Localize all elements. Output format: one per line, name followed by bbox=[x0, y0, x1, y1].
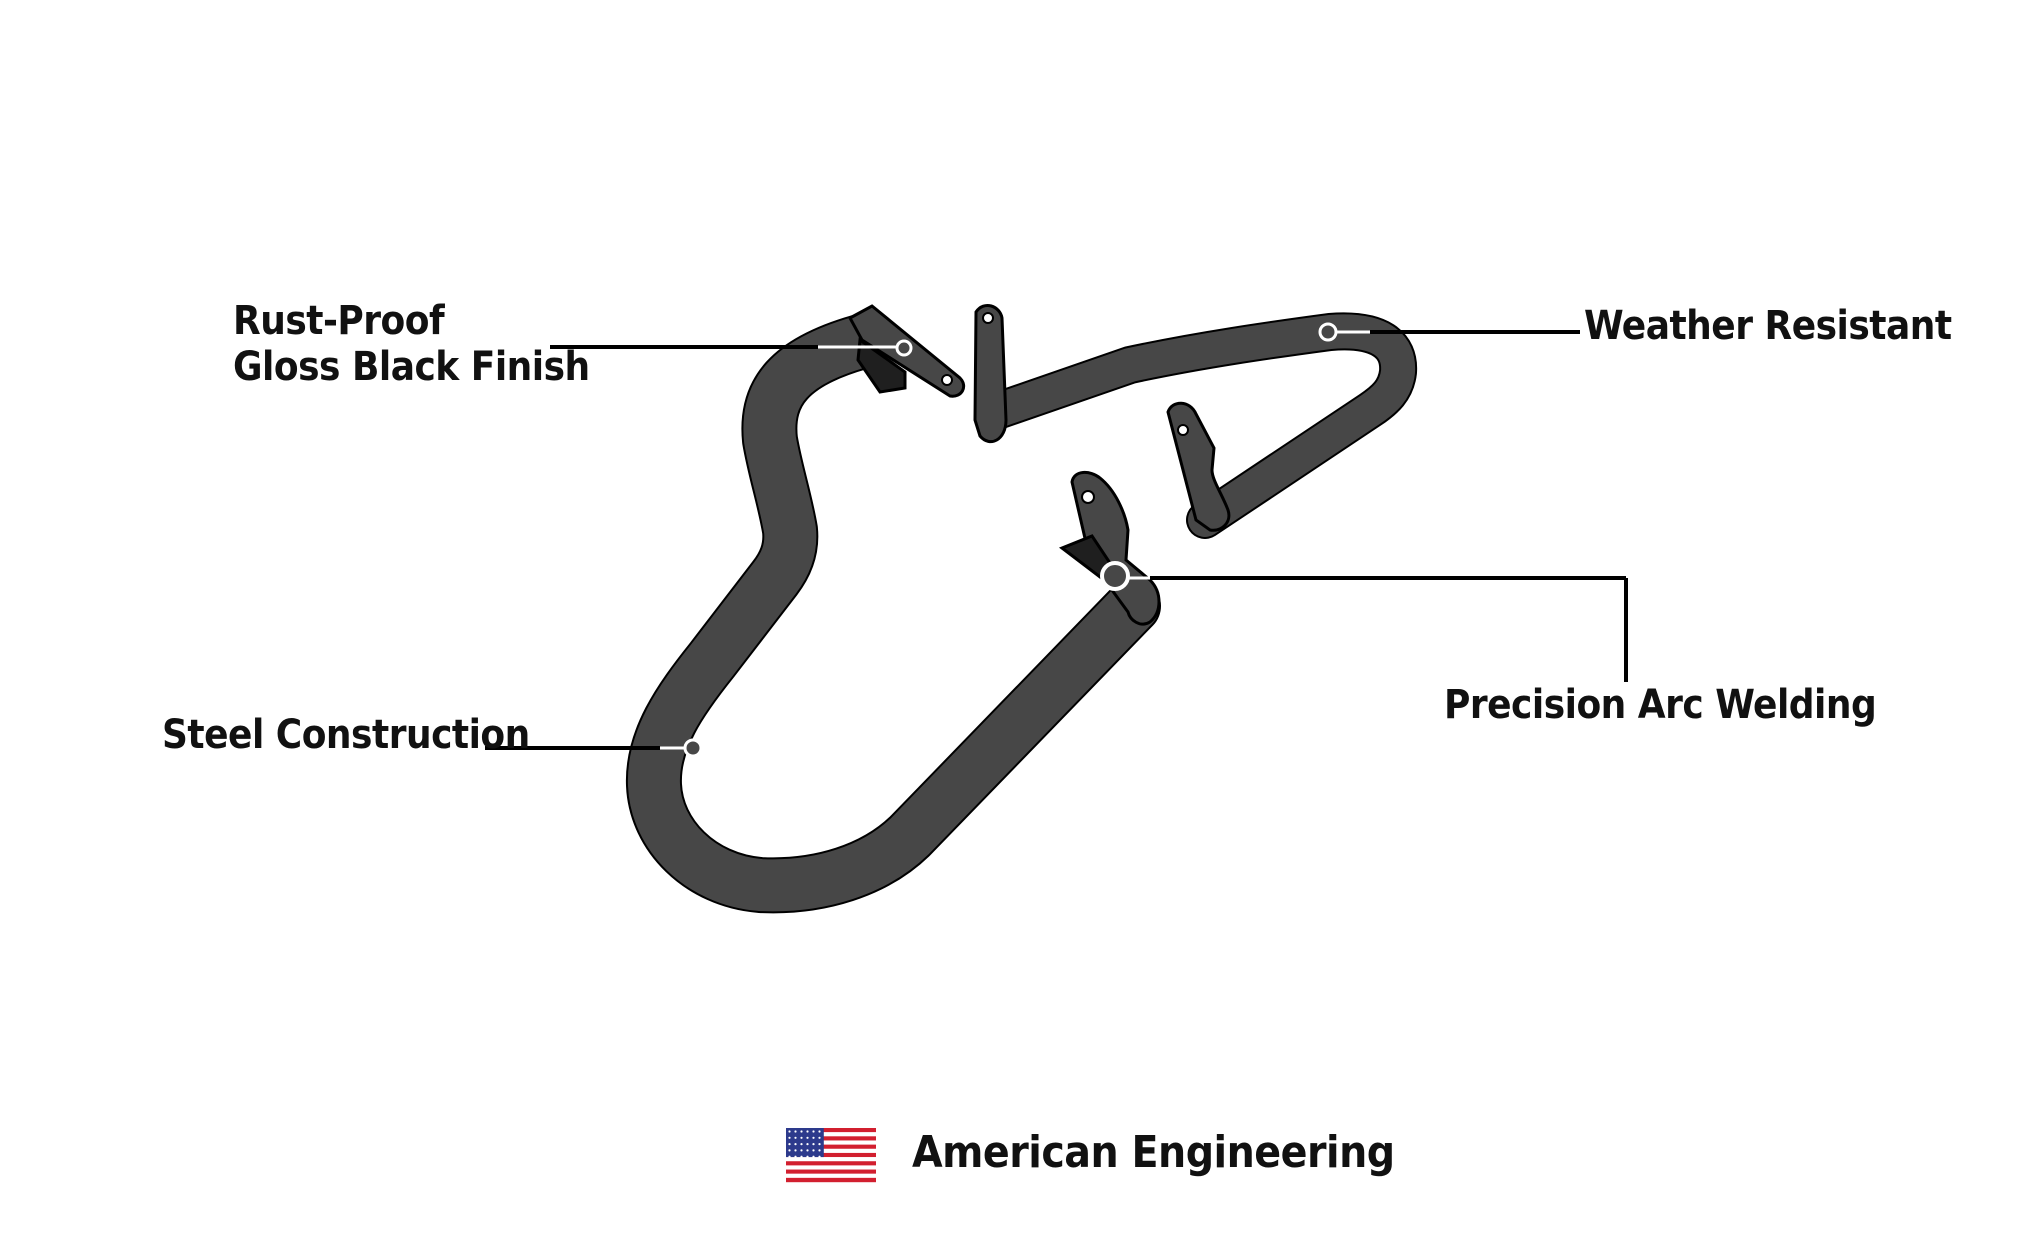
us-flag-icon bbox=[786, 1128, 876, 1183]
flag-star bbox=[806, 1155, 809, 1158]
flag-star bbox=[818, 1155, 821, 1158]
callout-dot-welding bbox=[1100, 561, 1130, 591]
callout-steel bbox=[485, 738, 703, 758]
callout-rust-proof bbox=[550, 339, 913, 357]
flag-star bbox=[794, 1143, 797, 1146]
flag-star bbox=[812, 1155, 815, 1158]
flag-stripe bbox=[786, 1165, 876, 1170]
flag-stripe bbox=[786, 1152, 876, 1158]
callout-dot-steel bbox=[683, 738, 703, 758]
flag-star bbox=[788, 1136, 791, 1139]
flag-star bbox=[806, 1143, 809, 1146]
flag-star bbox=[800, 1143, 803, 1146]
crash-bar-tube bbox=[625, 314, 1161, 914]
rust-proof-line2: Gloss Black Finish bbox=[233, 344, 590, 390]
mount-bracket-center bbox=[973, 303, 1008, 443]
flag-stripe bbox=[786, 1169, 876, 1174]
flag-star bbox=[794, 1155, 797, 1158]
steel-construction-label: Steel Construction bbox=[162, 712, 530, 758]
flag-stripe bbox=[786, 1157, 876, 1162]
flag-star bbox=[800, 1130, 803, 1133]
flag-star bbox=[800, 1155, 803, 1158]
weather-resistant-label: Weather Resistant bbox=[1584, 303, 1952, 349]
flag-star bbox=[806, 1149, 809, 1152]
flag-stripe bbox=[786, 1148, 876, 1154]
flag-star bbox=[788, 1130, 791, 1133]
flag-stripe bbox=[786, 1161, 876, 1166]
flag-star bbox=[788, 1149, 791, 1152]
precision-welding-label: Precision Arc Welding bbox=[1444, 682, 1877, 728]
flag-star bbox=[818, 1149, 821, 1152]
callout-weather bbox=[1318, 322, 1580, 342]
flag-stripe bbox=[786, 1128, 876, 1133]
flag-star bbox=[800, 1149, 803, 1152]
flag-stripe bbox=[786, 1140, 876, 1145]
flag-star bbox=[806, 1136, 809, 1139]
american-engineering-label: American Engineering bbox=[912, 1127, 1395, 1178]
flag-star bbox=[812, 1130, 815, 1133]
rust-proof-line1: Rust-Proof bbox=[233, 298, 445, 344]
flag-star bbox=[818, 1136, 821, 1139]
flag-canton bbox=[786, 1128, 824, 1158]
flag-stripe bbox=[786, 1173, 876, 1179]
callout-dot-rust-proof bbox=[895, 339, 913, 357]
flag-star bbox=[806, 1130, 809, 1133]
flag-star bbox=[794, 1136, 797, 1139]
flag-stripe bbox=[786, 1177, 876, 1183]
flag-stripe bbox=[786, 1136, 876, 1141]
flag-star bbox=[794, 1130, 797, 1133]
mount-bracket-right bbox=[1166, 401, 1231, 532]
flag-star bbox=[812, 1149, 815, 1152]
flag-star bbox=[788, 1155, 791, 1158]
callout-dot-weather bbox=[1318, 322, 1338, 342]
flag-stripe bbox=[786, 1132, 876, 1137]
flag-star bbox=[800, 1136, 803, 1139]
flag-stripe bbox=[786, 1144, 876, 1149]
callout-welding bbox=[1100, 561, 1628, 682]
rust-proof-label: Rust-Proof Gloss Black Finish bbox=[233, 298, 590, 390]
flag-star bbox=[818, 1130, 821, 1133]
flag-star bbox=[812, 1143, 815, 1146]
flag-star bbox=[818, 1143, 821, 1146]
flag-star bbox=[794, 1149, 797, 1152]
flag-star bbox=[788, 1143, 791, 1146]
flag-star bbox=[812, 1136, 815, 1139]
